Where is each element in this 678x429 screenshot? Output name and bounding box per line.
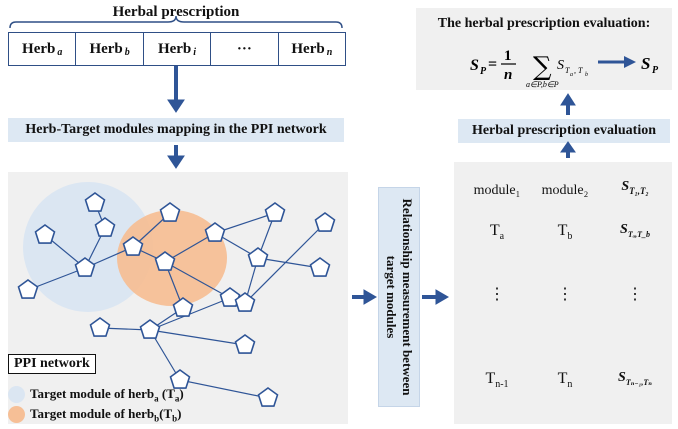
protein-node-icon [219, 287, 241, 307]
protein-node-icon [257, 387, 279, 407]
svg-text:∑: ∑ [533, 52, 552, 82]
svg-text:, T: , T [574, 66, 583, 75]
herb-cell-ellipsis: ··· [211, 33, 279, 65]
table-header-module1: module₁ [473, 183, 521, 198]
svg-text:1: 1 [504, 48, 512, 64]
network-nodes [17, 192, 336, 407]
module-table-panel [454, 162, 672, 424]
mapping-bar: Herb-Target modules mapping in the PPI n… [8, 118, 344, 142]
network-edge [179, 379, 269, 399]
protein-node-icon [309, 257, 331, 277]
svg-text:n: n [504, 67, 512, 83]
protein-node-icon [139, 319, 161, 339]
brace-shape [9, 15, 343, 29]
protein-node-icon [154, 251, 176, 271]
protein-node-icon [84, 192, 106, 212]
evaluation-bar: Herbal prescription evaluation [458, 119, 670, 143]
network-edge [257, 257, 321, 269]
network-edge [149, 329, 246, 346]
protein-node-icon [234, 334, 256, 354]
svg-text:a∈P,b∈P: a∈P,b∈P [526, 80, 559, 89]
protein-node-icon [172, 297, 194, 317]
svg-text:S: S [557, 58, 564, 73]
svg-text:T: T [565, 66, 570, 75]
svg-text:S: S [470, 57, 479, 74]
svg-text:=: = [488, 56, 497, 73]
flow-arrows [167, 66, 576, 305]
legend-item-a: Target module of herba (Ta) [30, 386, 184, 404]
table-header-score: ST₁,T₂ [621, 179, 649, 196]
protein-node-icon [17, 279, 39, 299]
table-header-module2: module₂ [541, 183, 589, 198]
svg-text:S: S [641, 54, 650, 73]
svg-text:P: P [652, 65, 659, 76]
protein-node-icon [234, 292, 256, 312]
protein-node-icon [89, 317, 111, 337]
protein-node-icon [314, 212, 336, 232]
legend-item-b: Target module of herbb(Tb) [30, 406, 182, 424]
table-row2-col2: ⋮ [557, 286, 573, 303]
protein-node-icon [247, 247, 269, 267]
formula-panel [416, 8, 672, 90]
table-row3-col1: Tn-1 [485, 370, 509, 391]
protein-node-icon [122, 236, 144, 256]
table-row3-col2: Tn [557, 370, 573, 391]
table-row2-col3: ⋮ [627, 286, 643, 303]
protein-node-icon [264, 202, 286, 222]
relationship-box: Relationship measurement between target … [378, 187, 420, 407]
herbal-prescription-title: Herbal prescription [112, 4, 240, 20]
svg-text:P: P [480, 66, 487, 77]
table-row1-col3: STₐ,T_b [620, 222, 650, 239]
network-edge [244, 222, 326, 304]
table-row1-col2: Tb [557, 222, 573, 243]
formula-title: The herbal prescription evaluation: [437, 16, 651, 31]
ppi-network-label: PPI network [8, 354, 96, 374]
table-row3-col3: STₙ₋₁,Tₙ [618, 370, 652, 387]
legend-dot-a [8, 386, 25, 403]
protein-node-icon [94, 217, 116, 237]
protein-node-icon [74, 257, 96, 277]
network-edge [164, 261, 231, 299]
table-row2-col1: ⋮ [489, 286, 505, 303]
protein-node-icon [169, 369, 191, 389]
protein-node-icon [204, 222, 226, 242]
protein-node-icon [159, 202, 181, 222]
table-row1-col1: Ta [489, 222, 505, 243]
svg-text:a: a [570, 72, 573, 78]
protein-node-icon [34, 224, 56, 244]
legend-dot-b [8, 406, 25, 423]
svg-text:b: b [585, 72, 588, 78]
